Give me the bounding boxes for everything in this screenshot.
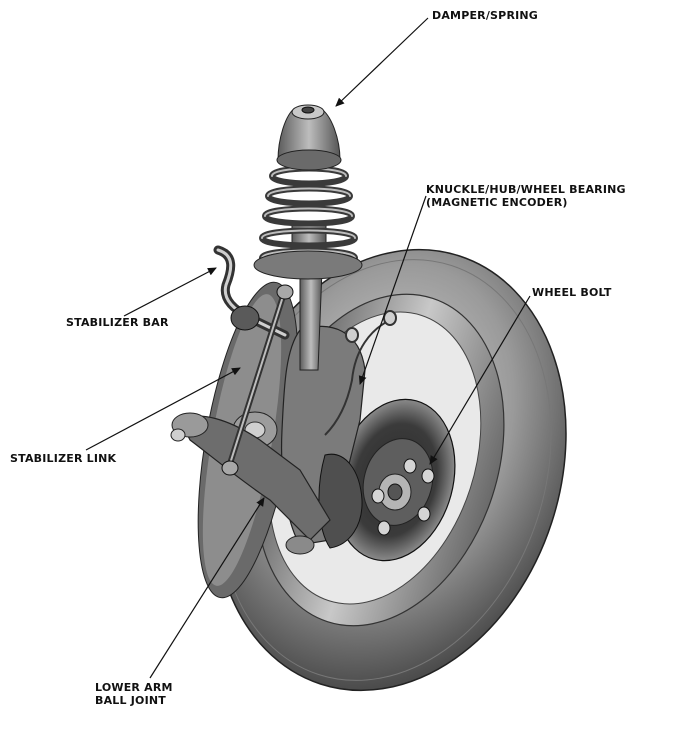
label-stabilizer-link: STABILIZER LINK — [10, 452, 117, 465]
leader-knuckle — [358, 195, 427, 385]
label-knuckle-hub-wheel-bearing: KNUCKLE/HUB/WHEEL BEARING (MAGNETIC ENCO… — [426, 183, 626, 209]
hub — [378, 473, 412, 511]
leader-wheelbolt — [429, 295, 531, 465]
label-knuckle-line1: KNUCKLE/HUB/WHEEL BEARING — [426, 183, 626, 196]
stabilizer-link — [221, 284, 294, 476]
stabilizer-bar — [213, 245, 290, 340]
sensor-wire — [324, 310, 397, 436]
label-lower-arm-line1: LOWER ARM — [95, 681, 173, 694]
leader-lines — [85, 17, 531, 679]
wheel-bolts — [371, 458, 435, 536]
label-lower-arm-line2: BALL JOINT — [95, 694, 166, 707]
leader-stabbar — [123, 267, 217, 317]
label-knuckle-line2: (MAGNETIC ENCODER) — [426, 196, 568, 209]
leader-damper — [335, 17, 429, 107]
leader-lowerarm — [149, 497, 265, 679]
top-mount — [253, 104, 363, 280]
coil-spring — [259, 165, 359, 269]
label-lower-arm-ball-joint: LOWER ARM BALL JOINT — [95, 681, 173, 707]
leader-stablink — [85, 367, 241, 451]
label-wheel-bolt: WHEEL BOLT — [532, 286, 612, 299]
label-stabilizer-bar: STABILIZER BAR — [66, 316, 169, 329]
label-damper-spring: DAMPER/SPRING — [432, 9, 539, 22]
lower-arm — [170, 412, 331, 555]
